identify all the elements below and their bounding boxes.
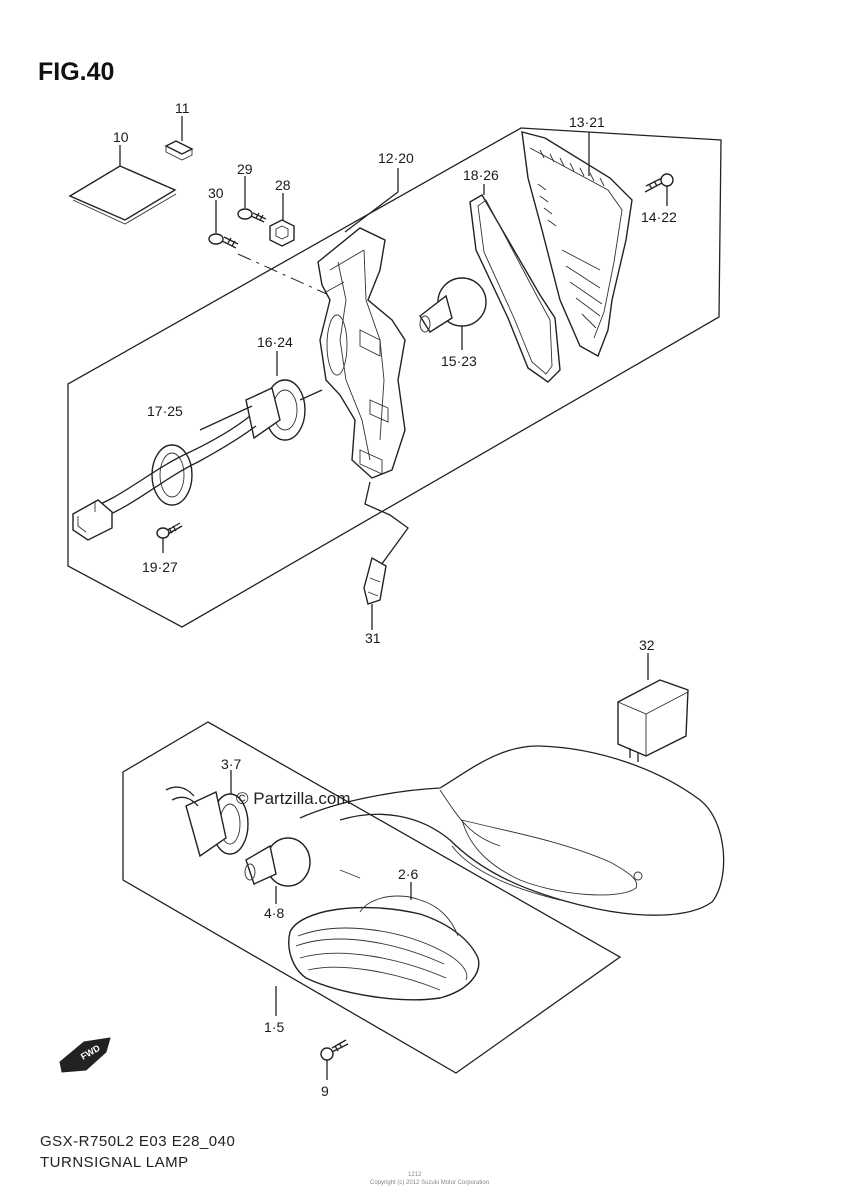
part-3-7-socket [165,770,249,858]
part-32-relay [617,653,689,762]
callout-19-27: 19·27 [142,559,178,575]
part-28-clip [269,193,295,247]
callout-30: 30 [208,185,224,201]
callout-16-24: 16·24 [257,334,293,350]
callout-2-6: 2·6 [398,866,418,882]
part-11-spacer [164,116,194,161]
callout-4-8: 4·8 [264,905,284,921]
leader-31 [364,481,409,573]
callout-17-25: 17·25 [147,403,183,419]
callout-14-22: 14·22 [641,209,677,225]
part-19-27-screw [156,522,183,553]
part-9-screw [320,1039,349,1080]
part-10-pad [68,145,177,225]
figure-caption: TURNSIGNAL LAMP [40,1154,189,1171]
part-14-22-screw [644,173,674,206]
callout-31: 31 [365,630,381,646]
callout-1-5: 1·5 [264,1019,284,1035]
callout-12-20: 12·20 [378,150,414,166]
callout-15-23: 15·23 [441,353,477,369]
callout-9: 9 [321,1083,329,1099]
part-15-23-bulb [419,277,487,350]
part-12-20-housing [317,168,406,479]
part-16-24-socket [245,351,323,441]
callout-29: 29 [237,161,253,177]
callout-28: 28 [275,177,291,193]
part-2-6-lens [288,882,480,1001]
fine-print: Copyright (c) 2012 Suzuki Motor Corporat… [370,1180,489,1186]
callout-13-21: 13·21 [569,114,605,130]
part-17-25-harness [72,405,257,541]
fwd-arrow-icon: FWD [59,1037,111,1073]
screw-axis-line [237,253,341,301]
part-13-21-lens [521,131,633,358]
callout-32: 32 [639,637,655,653]
callout-11: 11 [175,100,190,116]
part-29-screw [237,176,267,223]
fairing-outline [299,745,725,916]
figure-title: FIG.40 [38,58,114,86]
callout-10: 10 [113,129,129,145]
part-18-26-gasket [469,184,561,383]
part-30-screw [208,200,239,249]
part-31-clip [363,556,387,630]
part-4-8-bulb [244,837,311,904]
upper-assembly-frame [67,127,722,628]
callout-3-7: 3·7 [221,756,241,772]
model-code: GSX-R750L2 E03 E28_040 [40,1133,235,1150]
fine-code: 1212 [408,1172,422,1178]
lower-assembly-frame [122,721,622,1074]
callout-18-26: 18·26 [463,167,499,183]
watermark-text: © Partzilla.com [236,789,351,808]
